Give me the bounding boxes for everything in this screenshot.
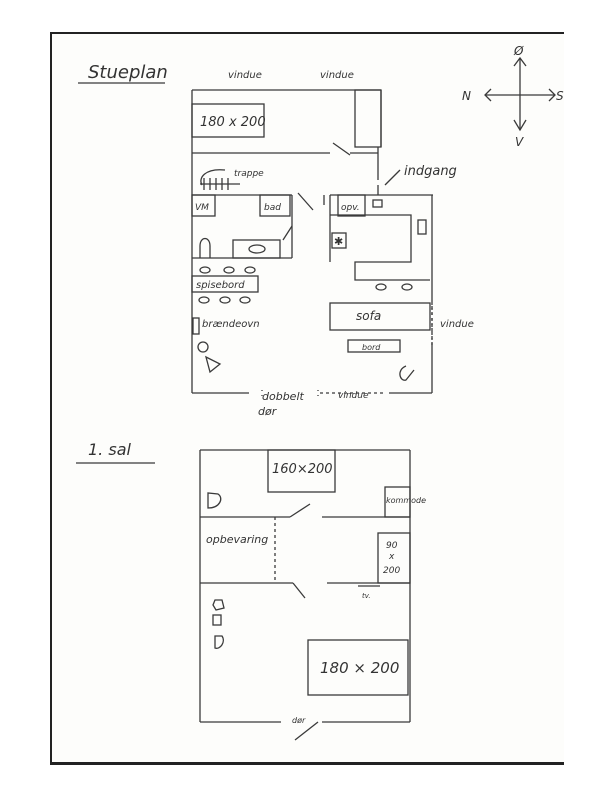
window-label-top-left: vindue [228,70,262,81]
paper-sheet [50,32,564,765]
bed-bottom-label: 180 × 200 [320,659,399,677]
compass-bottom-label: V [515,135,524,149]
stove-label: brændeovn [202,319,260,330]
ground-floor-title: Stueplan [88,62,168,83]
coffee-table [347,339,401,353]
compass-left-label: N [462,89,471,103]
entrance-arrow [384,169,401,186]
utility-box [191,194,216,217]
chair-shape [212,599,225,611]
first-floor-title: 1. sal [88,440,131,459]
single-bed-label-1: 90 [386,541,398,551]
stove-top [331,232,347,249]
stove-burner-icon: ✱ [334,235,343,248]
double-door-label-2: dør [258,405,278,418]
stove-box [192,317,200,335]
fridge [417,219,427,235]
compass-top-label: Ø [513,44,524,58]
tv-label: tv. [362,592,371,600]
storage-label-first: opbevaring [206,533,268,546]
compass-icon [484,56,556,132]
first-floor-walls [199,449,411,741]
stairs-icon [200,169,240,190]
door-label: dør [292,716,306,725]
ground-floor-walls [191,89,433,394]
armchair [205,355,222,374]
armchair-shape [214,635,224,649]
storage-box [337,194,366,217]
table-label: bord [362,343,381,352]
window-label-right: vindue [440,319,474,330]
dining-table-label: spisebord [196,280,245,291]
kitchen-counter [330,214,430,281]
armchair-right [399,365,415,381]
window-label-bottom: vindue [338,391,369,401]
window-label-top-right: vindue [320,70,354,81]
chairs [198,266,413,304]
dining-table [191,275,259,293]
entrance-label: indgang [404,164,457,179]
bed-label-ground: 180 x 200 [200,115,266,130]
storage-label: opv. [341,203,360,213]
sink-icon [248,244,266,254]
compass-right-label: S [556,89,564,103]
sofa-label: sofa [356,309,381,323]
toilet-icon [199,237,211,258]
bathtub [259,194,291,217]
bed-180x200-ground [191,103,265,138]
small-cabinet [372,199,383,208]
bed-top-label: 160×200 [272,462,333,477]
side-table [212,614,222,626]
stairs-label: trappe [234,169,264,179]
dresser-label: kommode [386,496,426,505]
dresser [384,486,411,518]
bath-label: bad [264,203,281,213]
sofa [329,302,431,331]
armchair-small [197,341,209,353]
single-bed [377,532,411,584]
bed-180x200-first [307,639,409,696]
utility-label: VM [195,203,209,213]
single-bed-label-3: 200 [383,566,400,576]
opening-gap [249,391,389,395]
double-door-label-1: dobbelt [262,390,305,403]
sink-counter [232,239,281,259]
bed-160x200 [267,449,336,493]
armchair-first-floor [207,492,222,509]
single-bed-label-2: x [388,552,395,562]
